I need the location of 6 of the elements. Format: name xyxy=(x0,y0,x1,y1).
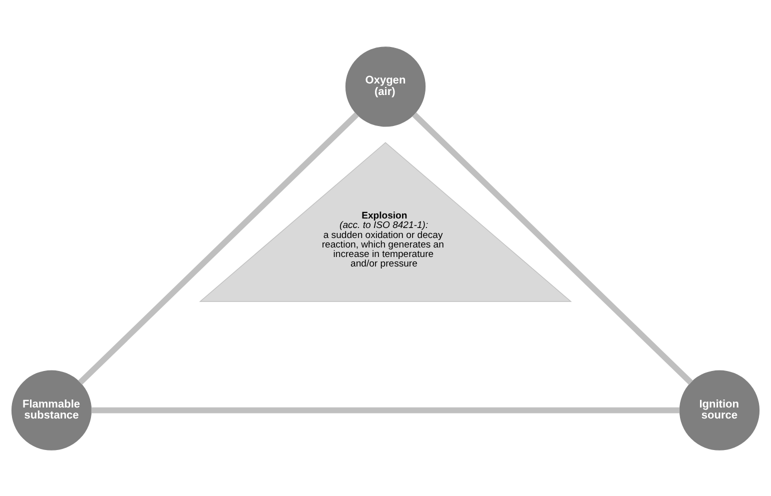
node-circle: Flammable substance xyxy=(11,370,92,450)
connector xyxy=(412,112,693,384)
node-circle: Oxygen (air) xyxy=(345,46,426,126)
node-circle: Ignition source xyxy=(679,370,760,450)
connector xyxy=(78,112,359,384)
connector xyxy=(91,406,680,413)
